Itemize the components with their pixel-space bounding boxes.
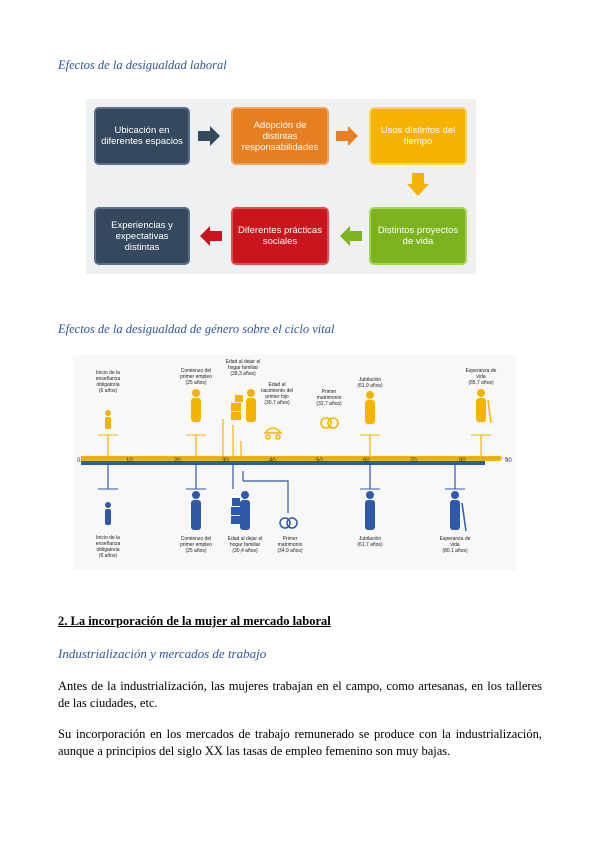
- women-milestone: Edad al nacimiento del primer hijo(30,7 …: [260, 382, 294, 406]
- arrow-right-icon: [198, 126, 220, 146]
- figure-caption-life-cycle: Efectos de la desigualdad de género sobr…: [58, 322, 335, 336]
- men-milestone: Comienzo del primer empleo(25 años): [180, 536, 212, 554]
- women-milestone: Inicio de la enseñanza obligatoria(6 año…: [95, 370, 121, 394]
- men-milestone: Edad al dejar el hogar familiar(30,4 año…: [227, 536, 263, 554]
- tick-label: 80: [459, 458, 466, 464]
- labor-inequality-diagram: Ubicación en diferentes espacios Adopció…: [86, 99, 476, 274]
- life-cycle-timeline: 0 10 20 30 40 50 60 70 80 90 Inicio de l…: [73, 355, 516, 570]
- arrow-down-icon: [407, 173, 429, 196]
- men-milestone: Primer matrimonio(34,9 años): [277, 536, 303, 554]
- men-milestone: Inicio de la enseñanza obligatoria(6 año…: [95, 535, 121, 559]
- women-milestone: Edad al dejar el hogar familiar(28,3 año…: [225, 359, 261, 377]
- tick-label: 90: [505, 458, 512, 464]
- tick-label: 70: [410, 458, 417, 464]
- women-milestone: Jubilación(61,9 años): [357, 377, 383, 389]
- box-experiencias: Experiencias y expectativas distintas: [94, 207, 190, 265]
- women-milestone: Comienzo del primer empleo(25 años): [180, 368, 212, 386]
- arrow-left-icon: [340, 226, 362, 246]
- paragraph: Antes de la industrialización, las mujer…: [58, 679, 542, 710]
- women-milestone: Esperanza de vida(85,7 años): [465, 368, 497, 386]
- tick-label: 20: [174, 458, 181, 464]
- box-usos-tiempo: Usos distintos del tiempo: [369, 107, 467, 165]
- arrow-left-icon: [200, 226, 222, 246]
- box-ubicacion: Ubicación en diferentes espacios: [94, 107, 190, 165]
- box-proyectos-vida: Distintos proyectos de vida: [369, 207, 467, 265]
- men-milestone: Jubilación(61,7 años): [357, 536, 383, 548]
- box-practicas-sociales: Diferentes prácticas sociales: [231, 207, 329, 265]
- tick-label: 10: [126, 458, 133, 464]
- figure-caption-labor-inequality: Efectos de la desigualdad laboral: [58, 58, 227, 72]
- tick-label: 40: [269, 458, 276, 464]
- tick-label: 30: [222, 458, 229, 464]
- section-heading: 2. La incorporación de la mujer al merca…: [58, 614, 331, 628]
- subheading: Industrialización y mercados de trabajo: [58, 646, 267, 661]
- tick-label: 50: [316, 458, 323, 464]
- tick-label: 0: [77, 458, 81, 464]
- box-adopcion: Adopción de distintas responsabilidades: [231, 107, 329, 165]
- timeline-graphic: [81, 389, 509, 532]
- tick-label: 60: [363, 458, 370, 464]
- men-milestone: Esperanza de vida(80,1 años): [439, 536, 471, 554]
- paragraph: Su incorporación en los mercados de trab…: [58, 727, 542, 758]
- women-milestone: Primer matrimonio(32,7 años): [316, 389, 342, 407]
- arrow-right-icon: [336, 126, 358, 146]
